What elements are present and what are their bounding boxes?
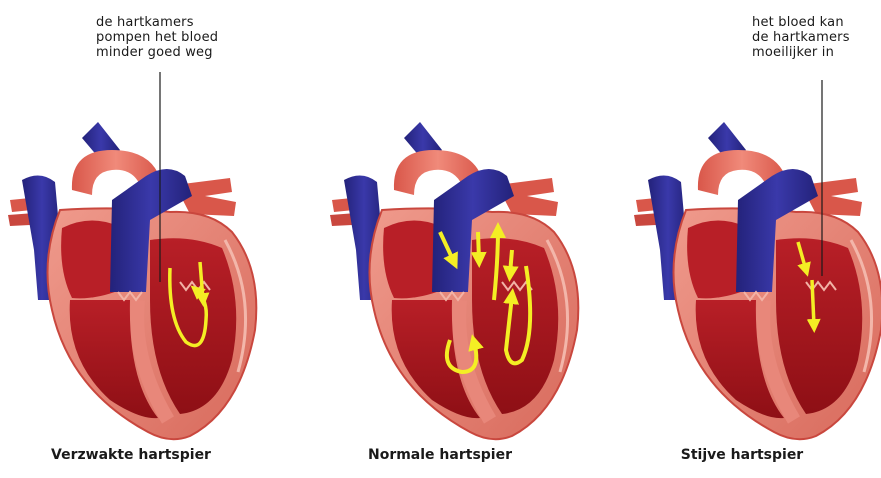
flow-arrow-normal-3 (478, 232, 479, 260)
callout-stiff: het bloed kan de hartkamers moeilijker i… (752, 15, 850, 60)
callout-weakened: de hartkamers pompen het bloed minder go… (96, 15, 218, 60)
flow-arrow-stiff-2 (812, 280, 814, 326)
heart-stiff (634, 80, 881, 439)
caption-normal: Normale hartspier (295, 447, 585, 463)
caption-weakened: Verzwakte hartspier (0, 447, 276, 463)
heart-weakened (8, 72, 256, 439)
flow-arrow-normal-5 (510, 250, 512, 274)
heart-normal (330, 122, 578, 439)
caption-stiff: Stijve hartspier (597, 447, 881, 463)
